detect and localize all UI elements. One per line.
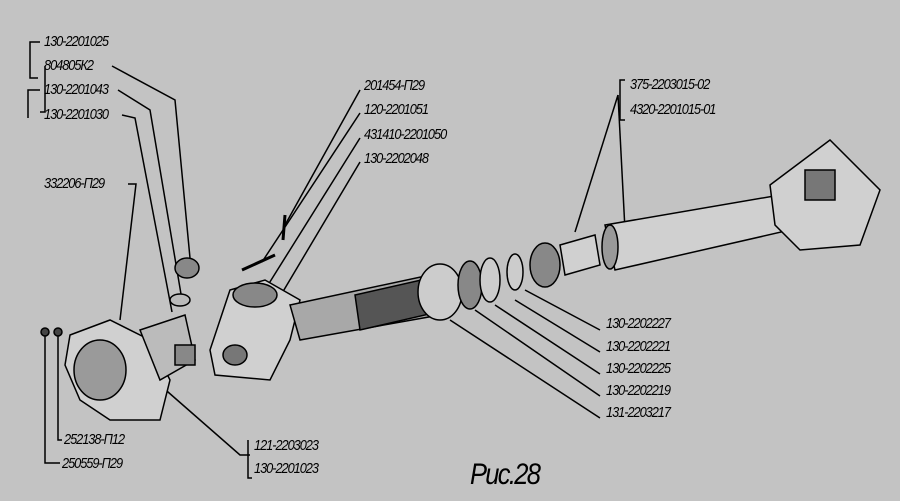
part-label: 130-2202219 [606, 382, 671, 399]
part-label: 804805К2 [44, 57, 94, 74]
part-label: 130-2202225 [606, 360, 671, 377]
part-label: 252138-П12 [64, 431, 125, 448]
slip-yoke [209, 214, 301, 381]
part-label: 130-2202048 [364, 150, 429, 167]
part-label: 131-2203217 [606, 404, 671, 421]
cross-bearings [139, 257, 200, 382]
part-label: 130-2201043 [44, 81, 109, 98]
tube-assembly [559, 139, 881, 276]
part-label: 250559-П29 [62, 455, 123, 472]
part-label: 332206-П29 [44, 175, 105, 192]
part-label: 130-2202227 [606, 315, 671, 332]
part-label: 375-2203015-02 [630, 76, 710, 93]
part-label: 130-2201025 [44, 33, 109, 50]
part-label: 4320-2201015-01 [630, 101, 716, 118]
part-label: 130-2201023 [254, 460, 319, 477]
part-label: 120-2201051 [364, 101, 429, 118]
part-label: 130-2201030 [44, 106, 109, 123]
flange-part [40, 319, 171, 421]
leader-lines [27, 41, 626, 479]
part-label: 130-2202221 [606, 338, 671, 355]
part-label: 201454-П29 [364, 77, 425, 94]
part-label: 431410-2201050 [364, 126, 447, 143]
splined-shaft [289, 274, 441, 341]
seal-rings [417, 242, 561, 321]
figure-caption: Рис.28 [470, 458, 541, 491]
part-label: 121-2203023 [254, 437, 319, 454]
